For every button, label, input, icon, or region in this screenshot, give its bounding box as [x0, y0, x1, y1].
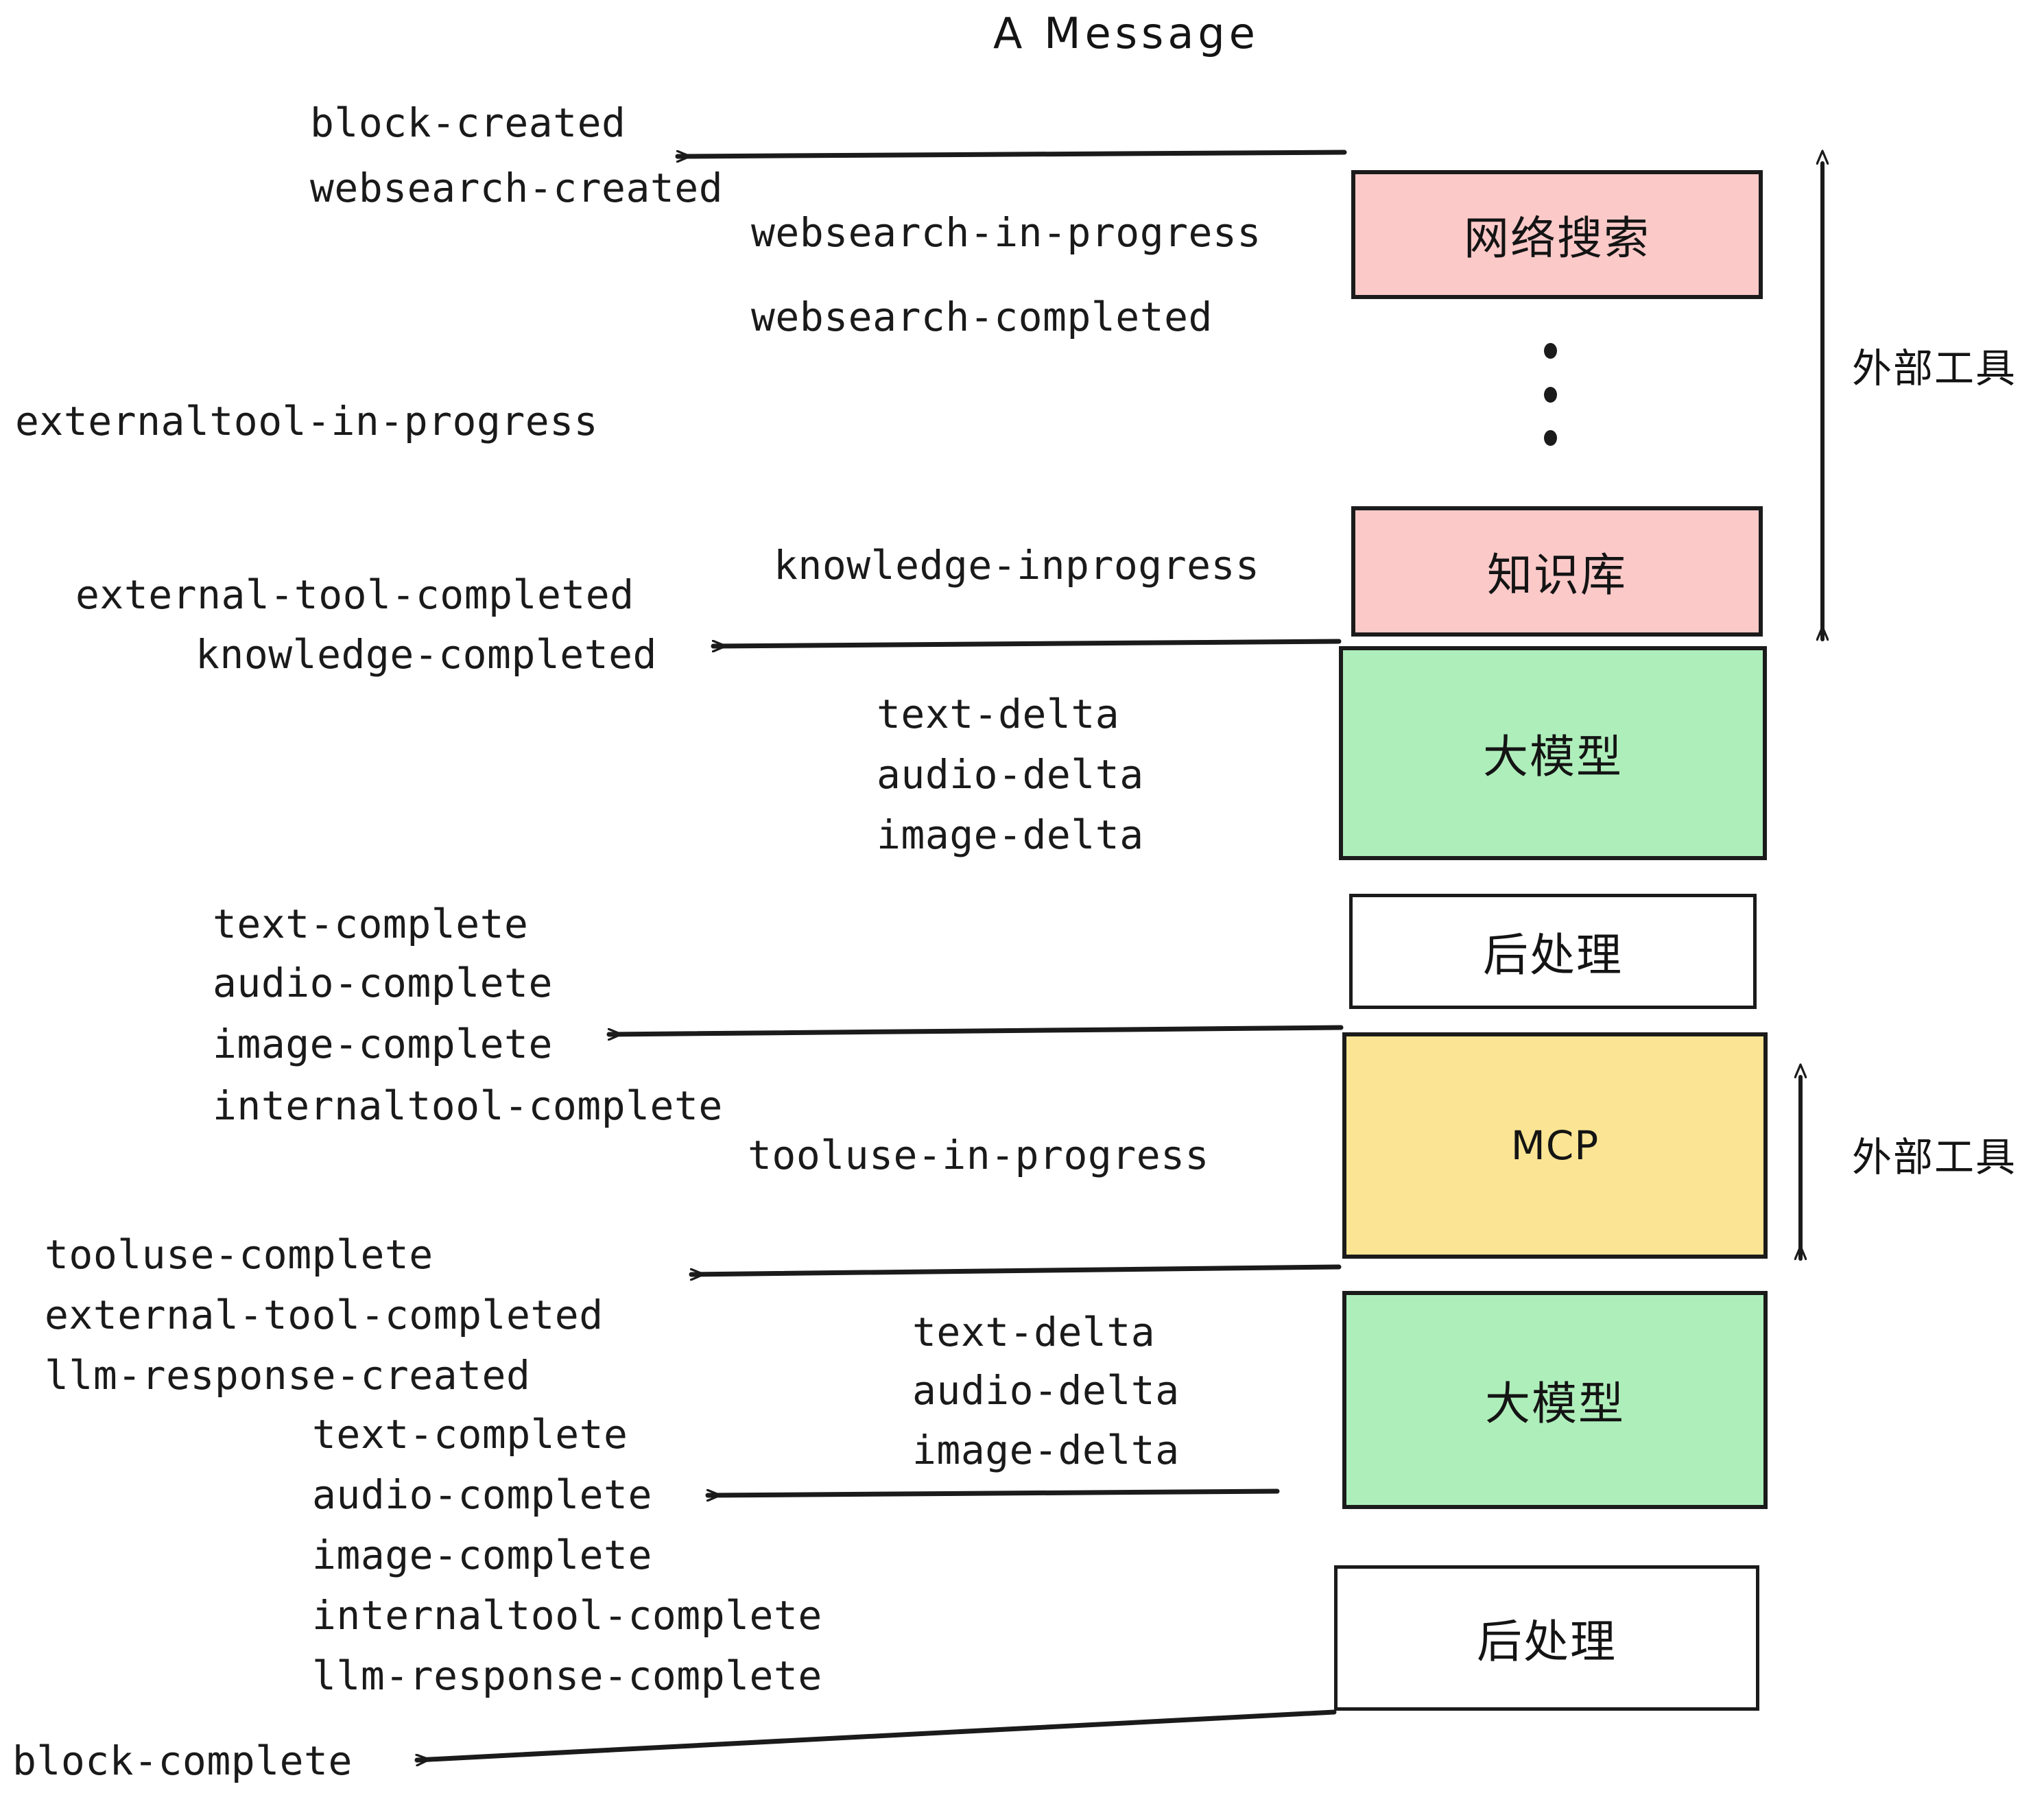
- node-knowledge: 知识库: [1351, 506, 1763, 637]
- event-label-websearch-in-progress: websearch-in-progress: [751, 209, 1261, 256]
- event-label-knowledge-inprogress: knowledge-inprogress: [774, 542, 1260, 589]
- node-post-2: 后处理: [1334, 1565, 1759, 1711]
- arrow-audio-complete: [705, 1488, 1280, 1495]
- event-label-llm-response-created: llm-response-created: [45, 1352, 531, 1399]
- node-label: 大模型: [1483, 731, 1623, 783]
- event-label-text-delta-2: text-delta: [912, 1309, 1156, 1355]
- node-llm-2: 大模型: [1342, 1291, 1768, 1509]
- arrow-block-complete: [414, 1709, 1337, 1760]
- page-title: A Message: [993, 8, 1259, 58]
- ellipsis-dot: [1543, 343, 1557, 359]
- node-mcp: MCP: [1342, 1032, 1768, 1259]
- node-label: 后处理: [1483, 929, 1623, 982]
- node-label: 网络搜索: [1464, 212, 1650, 265]
- event-label-text-complete-2: text-complete: [312, 1411, 628, 1458]
- event-label-internaltool-complete-1: internaltool-complete: [213, 1082, 723, 1129]
- event-label-text-delta-1: text-delta: [877, 691, 1120, 737]
- side-note-external-tools-top: 外部工具: [1852, 345, 2017, 392]
- event-label-tooluse-in-progress: tooluse-in-progress: [748, 1132, 1209, 1178]
- node-llm-1: 大模型: [1339, 646, 1767, 860]
- arrow-tooluse-done: [689, 1264, 1342, 1274]
- event-label-image-complete-1: image-complete: [213, 1021, 553, 1067]
- arrow-image-complete: [606, 1025, 1344, 1034]
- event-label-image-delta-2: image-delta: [912, 1427, 1180, 1473]
- arrow-block-created: [675, 150, 1347, 156]
- event-label-audio-complete-2: audio-complete: [312, 1471, 652, 1518]
- node-websearch: 网络搜索: [1351, 170, 1763, 299]
- event-label-block-created: block-created: [310, 99, 626, 146]
- event-label-audio-delta-1: audio-delta: [877, 751, 1144, 798]
- event-label-internaltool-complete-2: internaltool-complete: [312, 1592, 822, 1639]
- event-label-external-tool-completed-1: external-tool-completed: [75, 571, 634, 618]
- event-label-llm-response-complete: llm-response-complete: [312, 1652, 822, 1699]
- node-label: 后处理: [1477, 1615, 1617, 1668]
- ellipsis-dot: [1543, 386, 1557, 403]
- event-label-websearch-created: websearch-created: [310, 165, 724, 211]
- event-label-text-complete-1: text-complete: [213, 901, 529, 947]
- node-label: 大模型: [1485, 1377, 1625, 1430]
- event-label-knowledge-completed: knowledge-completed: [195, 631, 657, 678]
- event-label-image-delta-1: image-delta: [877, 811, 1144, 858]
- event-label-tooluse-complete: tooluse-complete: [45, 1231, 433, 1278]
- vertical-ellipsis-icon: [1542, 343, 1558, 446]
- node-label: 知识库: [1487, 549, 1627, 602]
- event-label-external-tool-completed-2: external-tool-completed: [45, 1292, 604, 1338]
- arrow-knowledge-done: [711, 639, 1342, 646]
- event-label-externaltool-in-progress: externaltool-in-progress: [15, 398, 599, 444]
- event-label-image-complete-2: image-complete: [312, 1532, 652, 1578]
- node-post-1: 后处理: [1349, 894, 1757, 1009]
- event-label-block-complete: block-complete: [12, 1737, 353, 1784]
- ellipsis-dot: [1543, 430, 1557, 446]
- event-label-websearch-completed: websearch-completed: [751, 294, 1213, 340]
- event-label-audio-delta-2: audio-delta: [912, 1367, 1180, 1414]
- node-label: MCP: [1510, 1122, 1600, 1169]
- side-note-external-tools-bottom: 外部工具: [1852, 1134, 2017, 1180]
- event-label-audio-complete-1: audio-complete: [213, 960, 553, 1006]
